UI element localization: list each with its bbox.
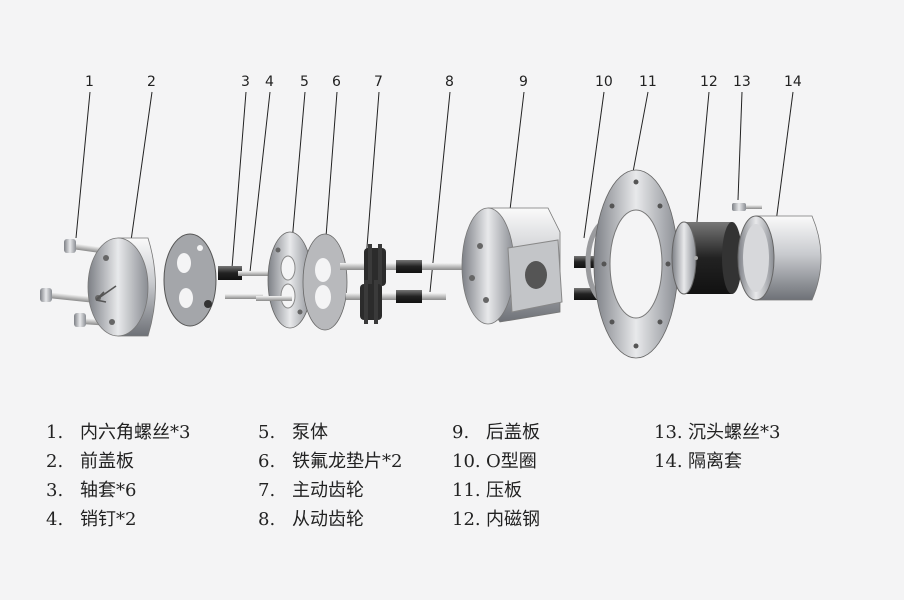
part-bushings-pins — [218, 266, 268, 299]
part-teflon-gasket — [302, 233, 348, 331]
part-flange — [593, 169, 679, 359]
callout-13: 13 — [733, 74, 751, 90]
part-rear-cover — [461, 207, 563, 325]
part-inner-magnet — [671, 221, 742, 295]
legend-column-2: 5.泵体 6.铁氟龙垫片*2 7.主动齿轮 8.从动齿轮 — [258, 418, 402, 534]
legend-item: 11.压板 — [452, 480, 522, 501]
legend-item: 8.从动齿轮 — [258, 509, 364, 530]
legend-item: 14.隔离套 — [654, 451, 742, 472]
legend-item: 5.泵体 — [258, 422, 328, 443]
callout-1: 1 — [85, 74, 94, 90]
legend-item: 7.主动齿轮 — [258, 480, 364, 501]
callout-7: 7 — [374, 74, 383, 90]
part-gasket — [163, 233, 217, 327]
callout-3: 3 — [241, 74, 250, 90]
part-countersunk-screws — [732, 203, 762, 211]
callout-8: 8 — [445, 74, 454, 90]
exploded-view-diagram: 1 2 3 4 5 6 7 8 9 10 11 12 13 14 — [40, 74, 822, 359]
legend-item: 1.内六角螺丝*3 — [46, 422, 191, 443]
part-pump-body — [256, 231, 313, 329]
legend-item: 9.后盖板 — [452, 422, 540, 443]
callout-4: 4 — [265, 74, 274, 90]
legend-item: 12.内磁钢 — [452, 509, 540, 530]
callout-5: 5 — [300, 74, 309, 90]
callout-11: 11 — [639, 74, 657, 90]
legend-item: 3.轴套*6 — [46, 480, 137, 501]
callout-2: 2 — [147, 74, 156, 90]
legend-item: 6.铁氟龙垫片*2 — [258, 451, 403, 472]
parts-legend: 1.内六角螺丝*3 2.前盖板 3.轴套*6 4.销钉*2 5.泵体 6.铁氟龙… — [0, 418, 904, 548]
callout-6: 6 — [332, 74, 341, 90]
legend-item: 13.沉头螺丝*3 — [654, 422, 781, 443]
legend-item: 2.前盖板 — [46, 451, 134, 472]
callout-numbers: 1 2 3 4 5 6 7 8 9 10 11 12 13 14 — [85, 74, 802, 90]
legend-column-1: 1.内六角螺丝*3 2.前盖板 3.轴套*6 4.销钉*2 — [46, 418, 190, 534]
leader-lines — [75, 91, 794, 293]
callout-14: 14 — [784, 74, 802, 90]
part-gears — [340, 244, 470, 324]
callout-10: 10 — [595, 74, 613, 90]
part-isolation-sleeve — [737, 215, 822, 301]
legend-item: 4.销钉*2 — [46, 509, 137, 530]
callout-12: 12 — [700, 74, 718, 90]
legend-item: 10.O型圈 — [452, 451, 537, 472]
legend-column-4: 13.沉头螺丝*3 14.隔离套 — [654, 418, 780, 476]
legend-column-3: 9.后盖板 10.O型圈 11.压板 12.内磁钢 — [452, 418, 540, 534]
part-front-cover — [87, 237, 156, 337]
callout-9: 9 — [519, 74, 528, 90]
